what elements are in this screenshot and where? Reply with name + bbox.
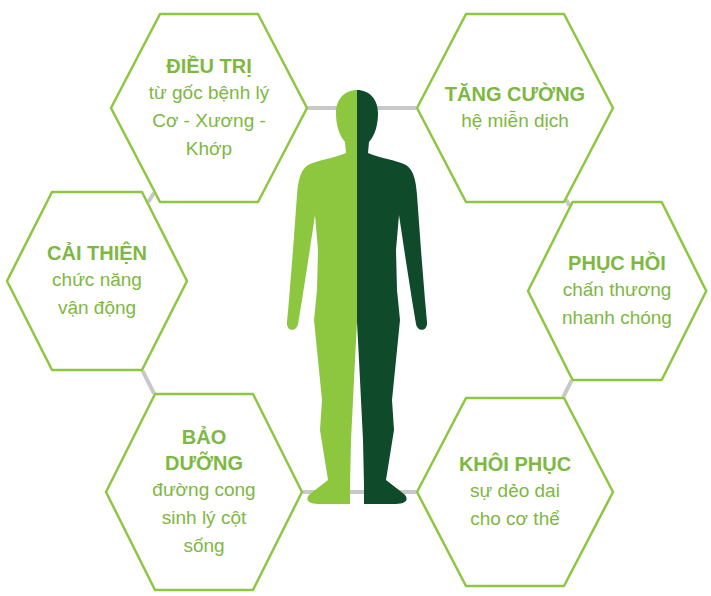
node-heading: BẢO DƯỠNG [144, 424, 264, 476]
hexagon-node: BẢO DƯỠNGđường cong sinh lý cột sống [104, 392, 304, 592]
node-heading: ĐIỀU TRỊ [166, 53, 252, 79]
node-body: chức năng vận động [40, 266, 155, 322]
connector-line [143, 371, 155, 394]
node-content: CẢI THIỆNchức năng vận động [5, 190, 189, 372]
hexagon-node: KHÔI PHỤCsự dẻo dai cho cơ thể [415, 396, 615, 588]
node-heading: TĂNG CƯỜNG [445, 81, 585, 107]
node-content: BẢO DƯỠNGđường cong sinh lý cột sống [104, 392, 304, 592]
node-body: hệ miễn dịch [461, 107, 569, 135]
node-body: chấn thương nhanh chóng [550, 276, 685, 332]
hexagon-node: TĂNG CƯỜNGhệ miễn dịch [415, 12, 615, 204]
node-heading: CẢI THIỆN [47, 240, 147, 266]
hexagon-node: CẢI THIỆNchức năng vận động [5, 190, 189, 372]
node-content: KHÔI PHỤCsự dẻo dai cho cơ thể [415, 396, 615, 588]
node-heading: PHỤC HỒI [568, 250, 666, 276]
node-heading: KHÔI PHỤC [459, 451, 571, 477]
silhouette-left-half [287, 90, 357, 504]
node-body: từ gốc bệnh lý Cơ - Xương - Khớp [137, 79, 282, 163]
hexagon-node: PHỤC HỒIchấn thương nhanh chóng [526, 200, 708, 382]
connector-line [148, 193, 154, 202]
connector-line [563, 380, 571, 397]
node-content: ĐIỀU TRỊtừ gốc bệnh lý Cơ - Xương - Khớp [109, 12, 309, 204]
hexagon-outline [109, 12, 309, 204]
connector-line [566, 200, 569, 206]
silhouette-right-half [357, 90, 427, 504]
hexagon-outline [415, 12, 615, 204]
node-content: PHỤC HỒIchấn thương nhanh chóng [526, 200, 708, 382]
node-content: TĂNG CƯỜNGhệ miễn dịch [415, 12, 615, 204]
node-body: đường cong sinh lý cột sống [144, 476, 264, 560]
hexagon-node: ĐIỀU TRỊtừ gốc bệnh lý Cơ - Xương - Khớp [109, 12, 309, 204]
node-body: sự dẻo dai cho cơ thể [455, 477, 575, 533]
